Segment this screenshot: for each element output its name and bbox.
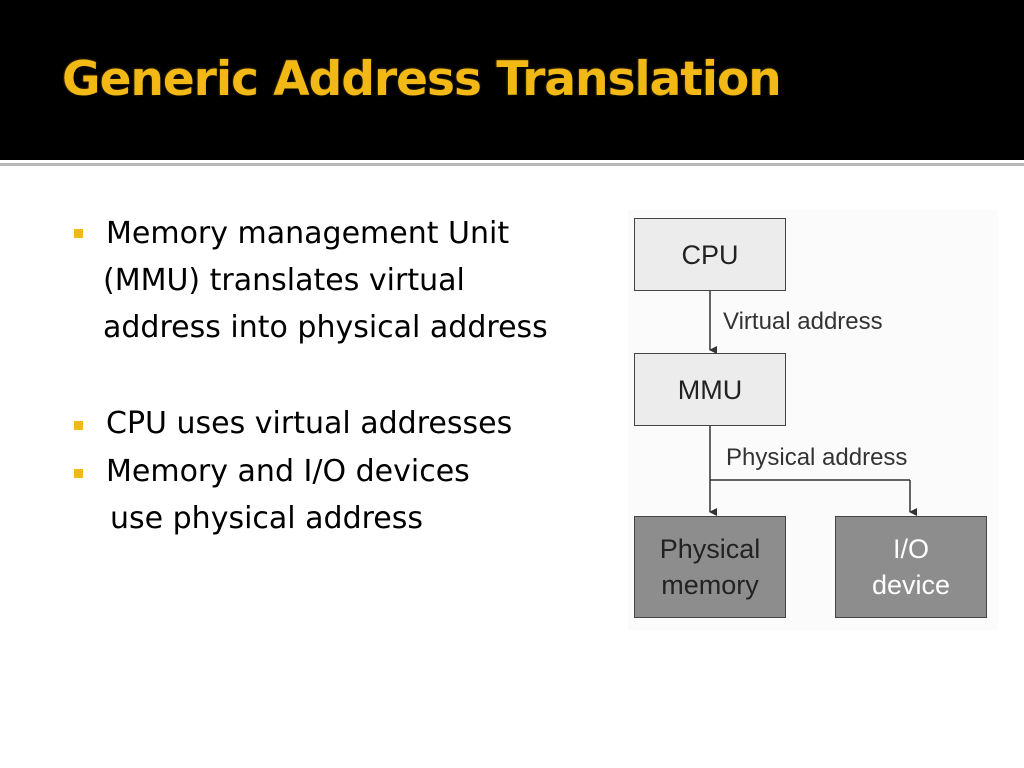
mmu-label: MMU [677, 374, 743, 405]
bullet-text-line: CPU uses virtual addresses [106, 406, 513, 441]
io-device-label-line2: device [871, 570, 951, 600]
io-device-box: I/O device [835, 516, 987, 618]
physical-memory-box: Physical memory [634, 516, 786, 618]
bullet-text-line: Memory management Unit [106, 216, 510, 251]
slide-title: Generic Address Translation [62, 52, 782, 107]
cpu-label: CPU [681, 239, 739, 270]
bullet-square-icon [74, 229, 83, 238]
bullet-square-icon [74, 421, 83, 430]
diagram-connectors [709, 291, 917, 516]
bullet-text-line: address into physical address [103, 310, 548, 345]
physical-memory-label-line2: memory [661, 570, 759, 600]
virtual-address-label: Virtual address [723, 308, 883, 335]
physical-memory-label-line1: Physical [659, 534, 761, 564]
address-translation-diagram: CPU Virtual address MMU Physical address… [628, 210, 998, 630]
bullet-text-line: Memory and I/O devices [106, 454, 470, 489]
cpu-box: CPU [634, 218, 786, 291]
physical-address-label: Physical address [726, 444, 908, 471]
bullet-text-line: (MMU) translates virtual [103, 263, 465, 298]
title-bar: Generic Address Translation [0, 0, 1024, 160]
io-device-label-line1: I/O [892, 534, 929, 564]
mmu-box: MMU [634, 353, 786, 426]
bullet-square-icon [74, 469, 83, 478]
bullet-text-line: use physical address [110, 501, 424, 536]
title-divider [0, 163, 1024, 166]
